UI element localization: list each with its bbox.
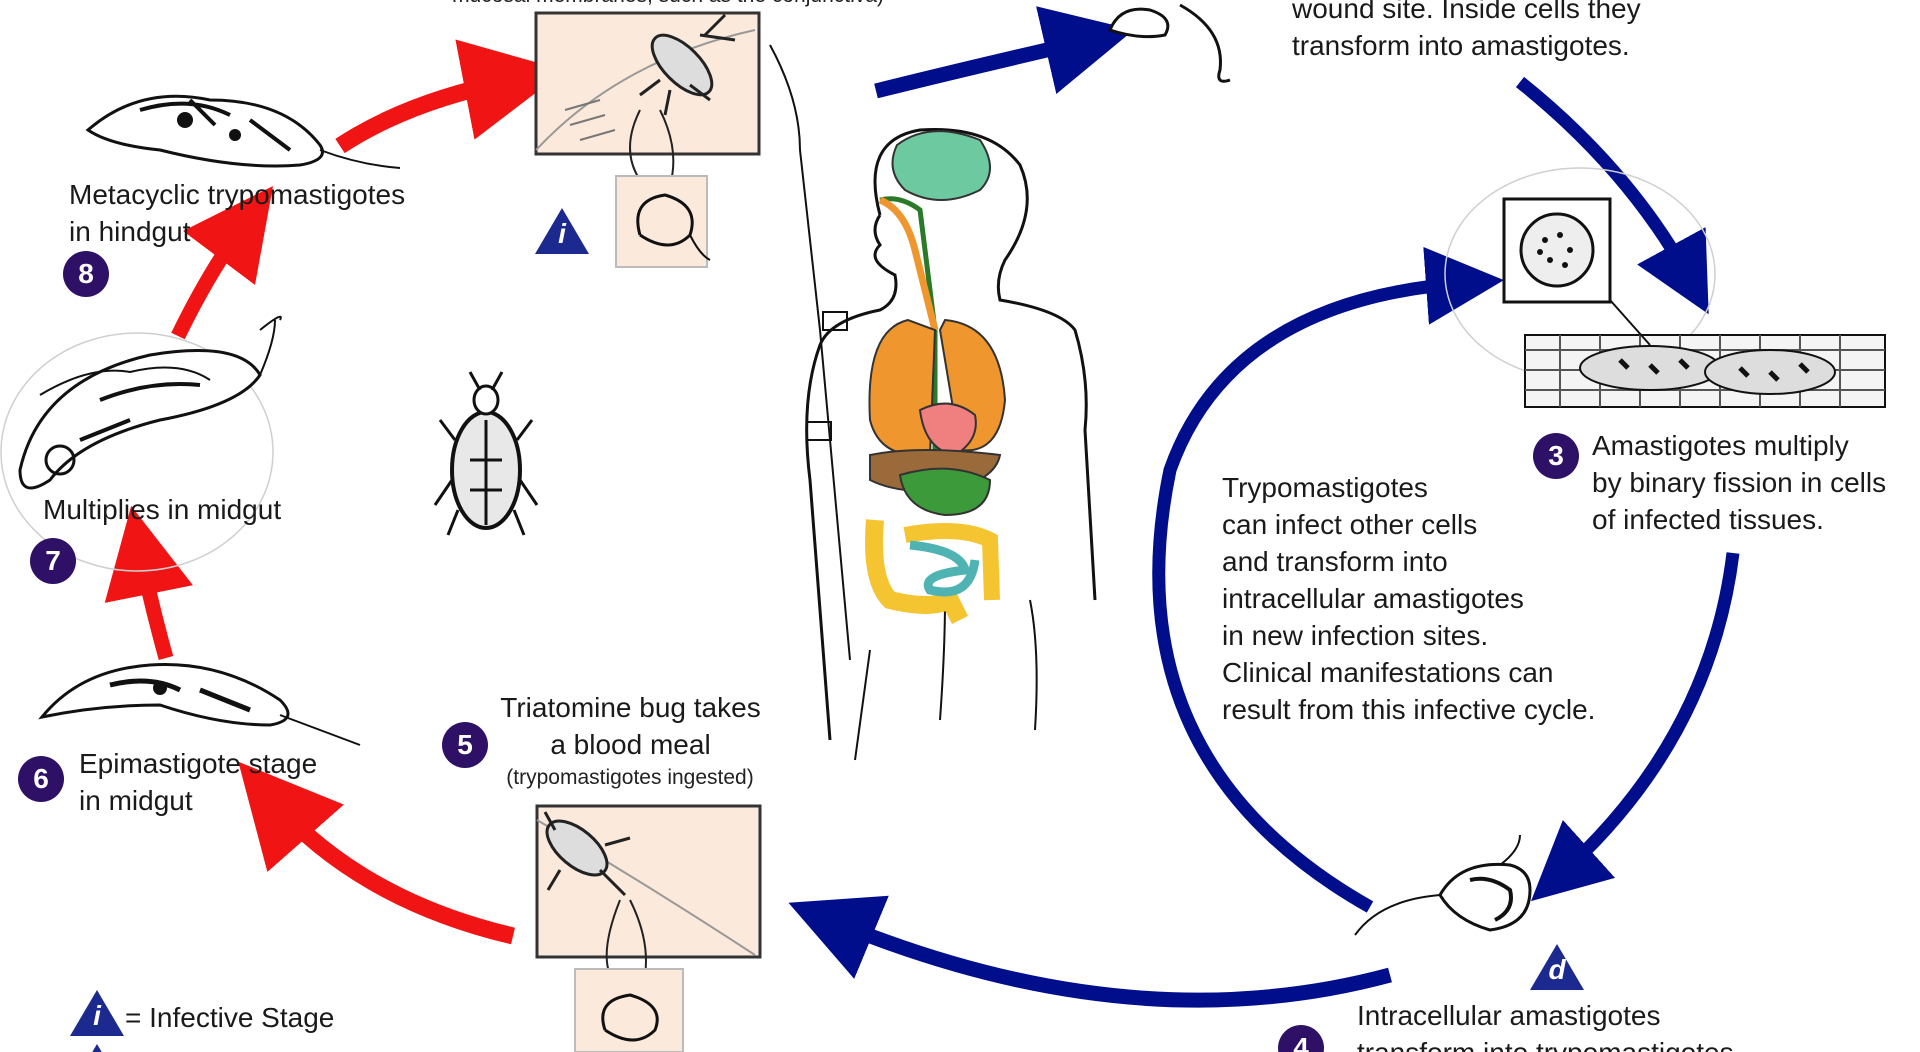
step2-label: wound site. Inside cells they transform … (1292, 0, 1712, 64)
step8-badge: 8 (63, 251, 109, 297)
infective-stage-marker: i (535, 208, 589, 254)
arrow-step4-to-step5 (830, 920, 1390, 1000)
diagnostic-stage-marker: d (1530, 944, 1584, 990)
trypomastigote-entering-drawing (1110, 5, 1230, 81)
amastigote-cell-inset (1504, 199, 1610, 302)
step6-label: Epimastigote stage in midgut (79, 745, 379, 819)
trypomastigote-emerging-drawing (1355, 835, 1530, 935)
reinfection-label: Trypomastigotes can infect other cells a… (1222, 469, 1642, 728)
top-cut-label: mucosal membranes, such as the conjuncti… (388, 0, 948, 8)
diagnostic-stage-letter: d (1547, 954, 1567, 986)
step5-sublabel: (trypomastigotes ingested) (470, 765, 790, 790)
step4-label: Intracellular amastigotes transform into… (1357, 997, 1797, 1052)
arrow-step6-to-step7 (140, 550, 166, 658)
legend-infective-letter: i (87, 1000, 107, 1032)
step7-badge: 7 (30, 538, 76, 584)
legend-infective-marker: i (70, 990, 124, 1036)
step6-badge: 6 (18, 756, 64, 802)
arrow-step5-to-step6 (272, 800, 513, 936)
step7-label: Multiplies in midgut (43, 491, 363, 528)
legend-diagnostic-marker (70, 1044, 124, 1052)
infected-muscle-tissue-drawing (1525, 300, 1885, 407)
epimastigote-drawing (42, 664, 360, 745)
step5-label: Triatomine bug takes a blood meal (478, 689, 783, 763)
human-body-figure (770, 45, 1095, 760)
step8-label: Metacyclic trypomastigotes in hindgut (69, 176, 469, 250)
bottom-bite-inset (537, 806, 760, 1052)
midgut-epimastigotes-drawing (20, 317, 281, 488)
arrow-step8-to-step1 (340, 80, 515, 146)
triatomine-bug-middle (435, 372, 537, 535)
legend-infective-label: = Infective Stage (125, 999, 425, 1036)
infective-stage-letter: i (552, 218, 572, 250)
arrow-step1-to-step2 (876, 40, 1090, 91)
